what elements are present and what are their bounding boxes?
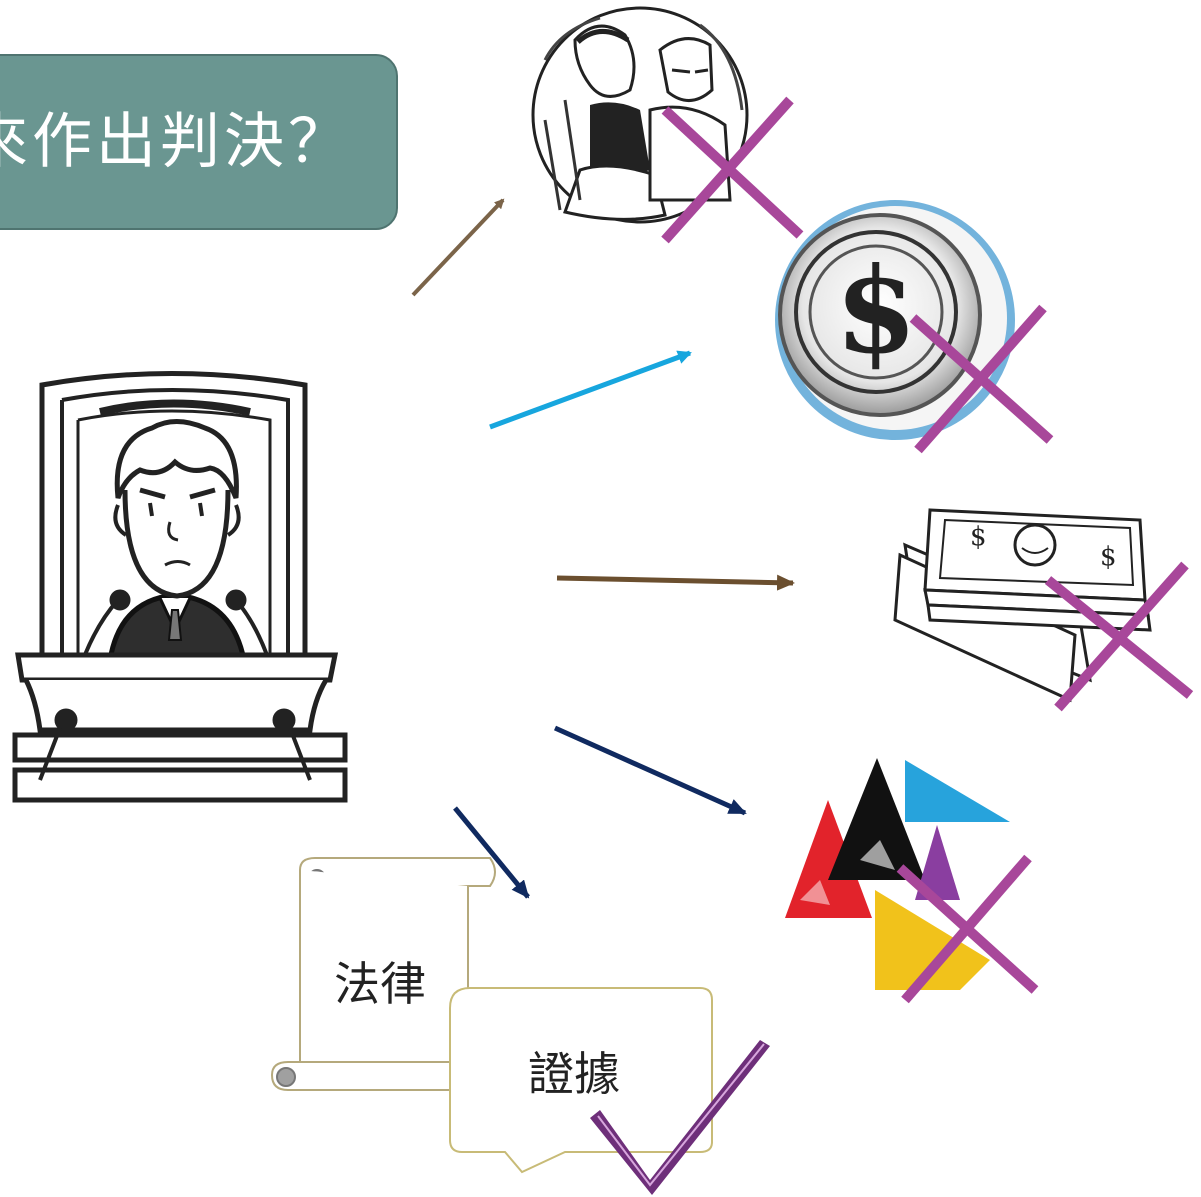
- law-scroll-icon: [270, 857, 496, 1091]
- evidence-callout-icon: [449, 987, 713, 1174]
- arrow-to-triangles: [553, 725, 747, 816]
- judge-at-podium-icon: [12, 371, 348, 803]
- cash-stack-icon: $ $: [893, 508, 1152, 703]
- cross-mark-triangles: [896, 854, 1039, 1004]
- cross-mark-couple: [661, 96, 804, 244]
- cross-mark-cash: [1044, 561, 1194, 712]
- svg-text:$: $: [835, 241, 917, 380]
- arrow-to-cash: [556, 574, 795, 591]
- check-mark-evidence: [590, 1040, 770, 1195]
- arrow-to-documents: [453, 806, 530, 899]
- arrow-to-couple: [411, 198, 505, 297]
- question-title: 來作出判決？: [0, 107, 352, 177]
- coin-icon: $: [775, 200, 1015, 440]
- question-title-box: 來作出判決？: [0, 54, 398, 230]
- cross-mark-coin: [909, 304, 1054, 454]
- colorful-triangles-icon: [785, 758, 1010, 990]
- svg-text:$: $: [970, 522, 987, 552]
- quarrel-couple-icon: [531, 6, 749, 224]
- evidence-label: 證據: [528, 1047, 620, 1101]
- arrow-to-coin: [489, 350, 692, 430]
- svg-text:$: $: [1100, 542, 1117, 572]
- law-label: 法律: [334, 957, 426, 1011]
